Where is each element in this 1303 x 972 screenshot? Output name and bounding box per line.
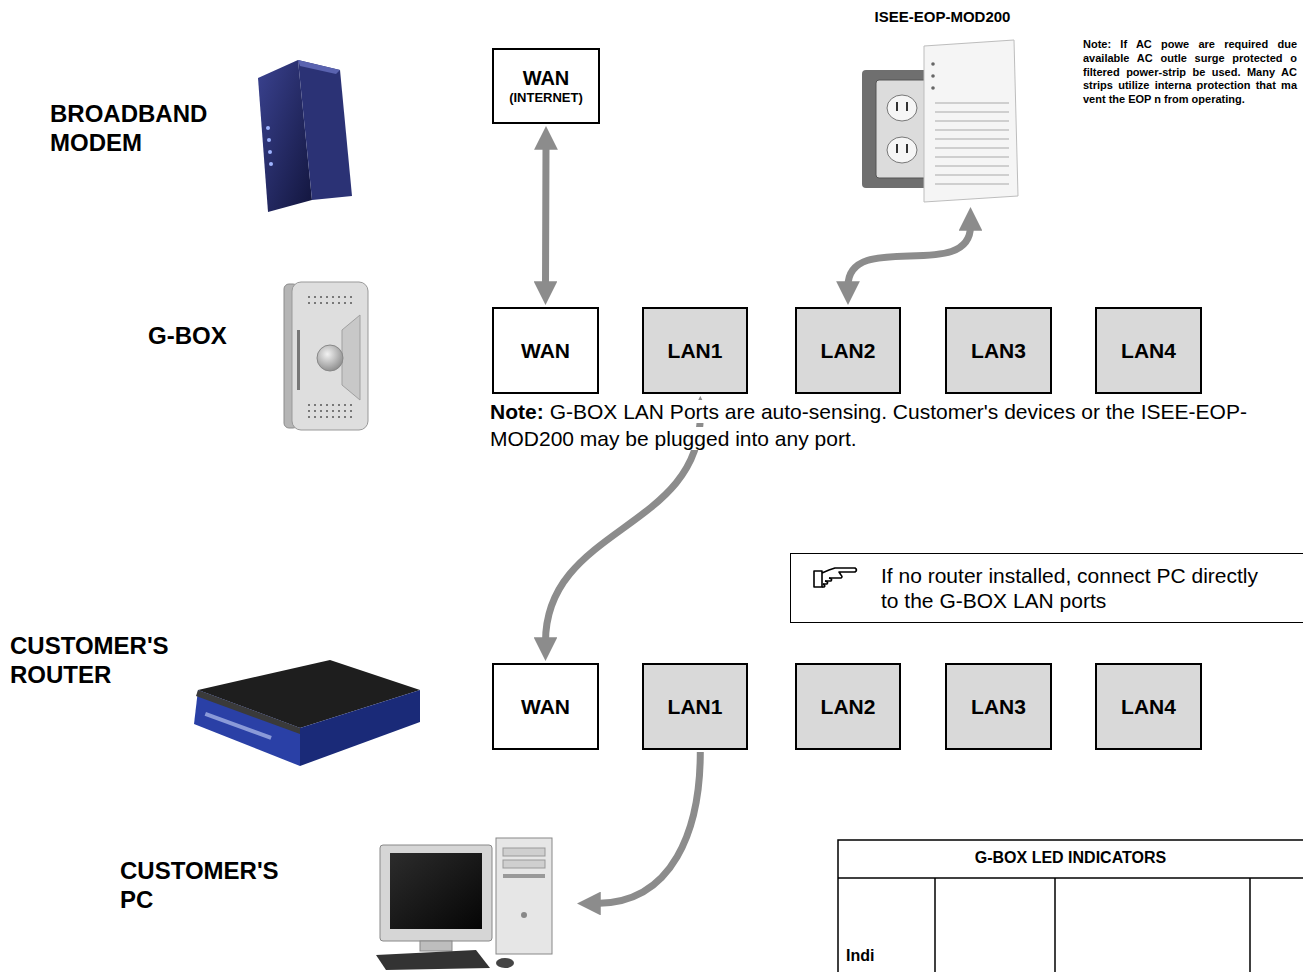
note-lead: Note: bbox=[490, 400, 544, 423]
note-paragraph: Note:G-BOX LAN Ports are auto-sensing. C… bbox=[490, 398, 1280, 453]
pointing-hand-icon bbox=[813, 564, 859, 592]
gbox-port: LAN3 bbox=[945, 307, 1052, 394]
table-header: G-BOX LED INDICATORS bbox=[838, 849, 1303, 867]
eop-illustration bbox=[862, 40, 1018, 202]
port-label: LAN4 bbox=[1121, 339, 1176, 363]
gbox-port: WAN bbox=[492, 307, 599, 394]
device-label: CUSTOMER'S PC bbox=[120, 857, 310, 915]
table-cell: Indi bbox=[846, 947, 874, 965]
router-port: WAN bbox=[492, 663, 599, 750]
port-label: LAN4 bbox=[1121, 695, 1176, 719]
router-port: LAN1 bbox=[642, 663, 748, 750]
device-heading: CUSTOMER'S ROUTER bbox=[10, 632, 200, 690]
port-label: WAN bbox=[521, 695, 570, 719]
pc-illustration bbox=[376, 838, 552, 970]
gbox-illustration bbox=[284, 282, 368, 430]
device-label: ISEE-EOP-MOD200 bbox=[855, 8, 1030, 25]
connector-arrow bbox=[596, 752, 700, 904]
pc-device: CUSTOMER'S PC bbox=[110, 835, 575, 972]
gbox-port: LAN4 bbox=[1095, 307, 1202, 394]
port-label: LAN2 bbox=[821, 695, 876, 719]
port-label: WAN bbox=[521, 339, 570, 363]
internet-box: WAN(INTERNET) bbox=[492, 48, 600, 124]
port-label: LAN1 bbox=[668, 695, 723, 719]
port-label: WAN bbox=[523, 67, 570, 90]
port-label: LAN3 bbox=[971, 339, 1026, 363]
router-port: LAN3 bbox=[945, 663, 1052, 750]
connector-arrow bbox=[542, 145, 550, 286]
port-label: (INTERNET) bbox=[509, 90, 583, 105]
led-table-grid bbox=[838, 840, 1303, 972]
port-label: LAN3 bbox=[971, 695, 1026, 719]
device-heading: BROADBAND MODEM bbox=[50, 100, 240, 158]
note-text: G-BOX LAN Ports are auto-sensing. Custom… bbox=[490, 400, 1247, 450]
router-port: LAN2 bbox=[795, 663, 901, 750]
hint-text: If no router installed, connect PC direc… bbox=[881, 563, 1281, 613]
router-port: LAN4 bbox=[1095, 663, 1202, 750]
modem-illustration bbox=[258, 60, 352, 212]
port-label: LAN2 bbox=[821, 339, 876, 363]
eop-device: ISEE-EOP-MOD200 bbox=[855, 0, 1030, 205]
device-heading: G-BOX bbox=[148, 322, 227, 350]
gbox-port: LAN1 bbox=[642, 307, 748, 394]
connector-arrow bbox=[848, 226, 971, 286]
port-label: LAN1 bbox=[668, 339, 723, 363]
router-illustration bbox=[194, 660, 420, 766]
gbox-port: LAN2 bbox=[795, 307, 901, 394]
side-note: Note: If AC powe are required due availa… bbox=[1083, 38, 1297, 107]
hint-box: If no router installed, connect PC direc… bbox=[790, 553, 1303, 623]
